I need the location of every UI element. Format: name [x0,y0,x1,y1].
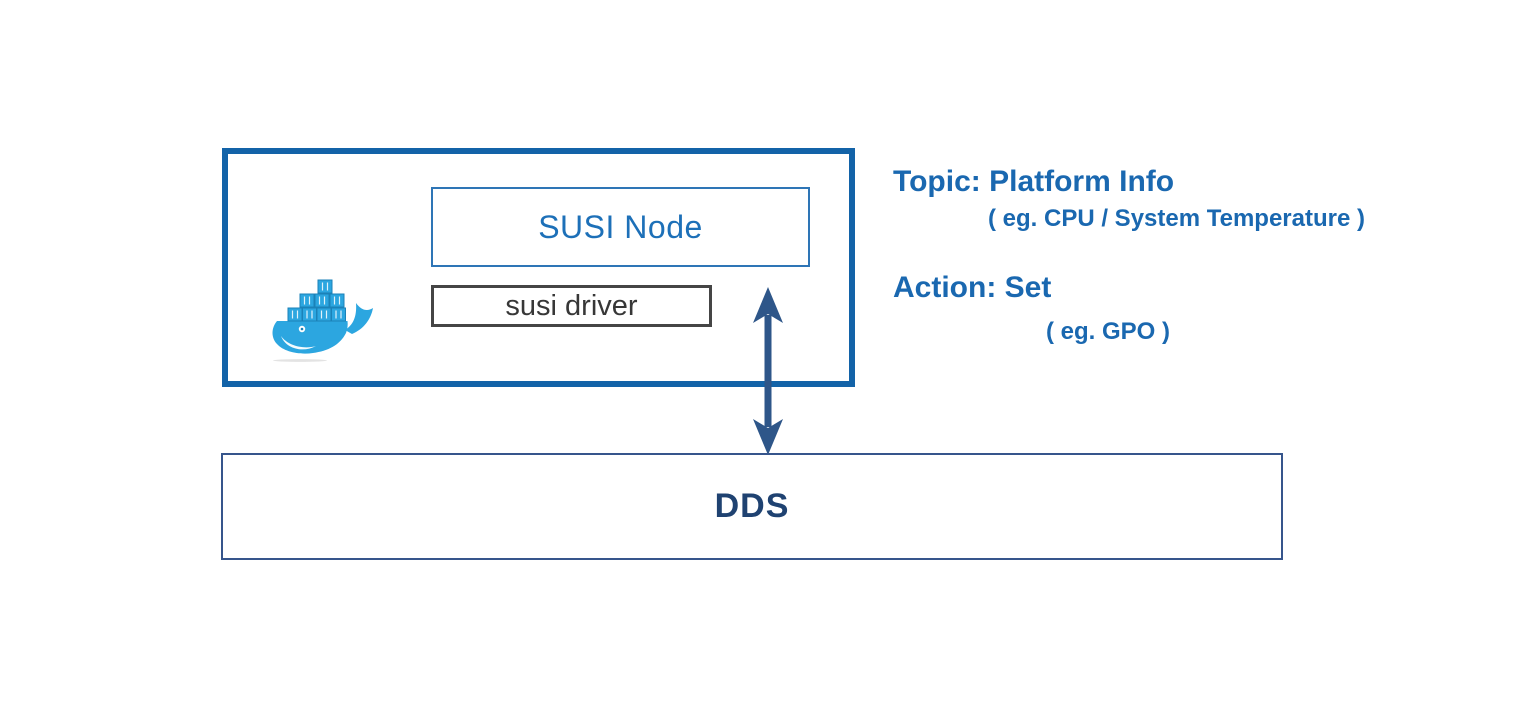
annotation-topic-example: ( eg. CPU / System Temperature ) [988,205,1365,232]
dds-box: DDS [221,453,1283,560]
annotation-action: Action: Set [893,271,1052,304]
annotation-topic: Topic: Platform Info [893,165,1175,198]
susi-driver-box: susi driver [431,285,712,327]
dds-label: DDS [714,487,790,525]
susi-driver-label: susi driver [505,289,638,322]
susi-node-label: SUSI Node [538,208,703,245]
docker-container-box: SUSI Node susi driver [222,148,855,387]
annotation-action-example: ( eg. GPO ) [1046,318,1171,345]
susi-node-box: SUSI Node [431,187,810,267]
bidirectional-arrow-icon [753,287,783,455]
docker-whale-icon [272,279,373,362]
